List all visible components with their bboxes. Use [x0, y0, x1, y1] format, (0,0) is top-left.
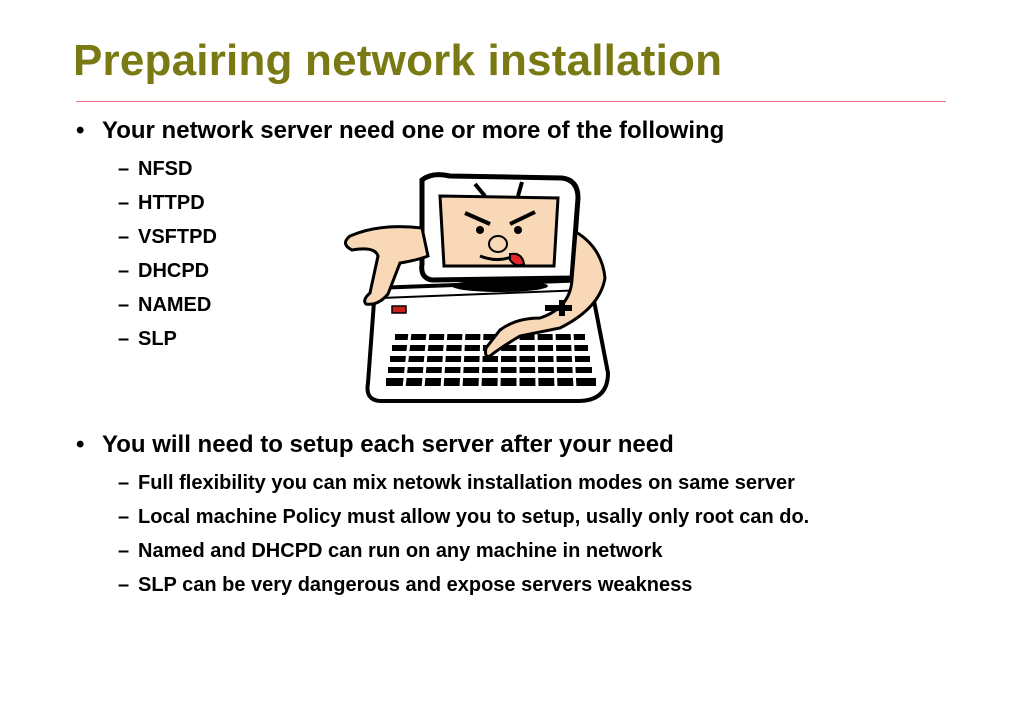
title-divider [76, 101, 946, 102]
bullet-glyph: • [76, 431, 85, 458]
sub-item-slp: –SLP [118, 328, 177, 350]
bullet-glyph: • [76, 117, 85, 144]
sub-item-vsftpd: –VSFTPD [118, 226, 217, 248]
bullet-2-text: You will need to setup each server after… [102, 431, 674, 458]
sub-item-nfsd: –NFSD [118, 158, 193, 180]
sub-item-named: –NAMED [118, 294, 212, 316]
sub-item-flexibility: –Full flexibility you can mix netowk ins… [118, 472, 795, 494]
sub-item-named-dhcpd: –Named and DHCPD can run on any machine … [118, 540, 663, 562]
sub-item-dhcpd: –DHCPD [118, 260, 210, 282]
slide-title: Prepairing network installation [73, 36, 723, 85]
angry-computer-typing-icon [340, 168, 615, 413]
bullet-2: • You will need to setup each server afte… [76, 431, 674, 459]
sub-item-policy: –Local machine Policy must allow you to … [118, 506, 810, 528]
bullet-1-text: Your network server need one or more of … [102, 117, 725, 144]
bullet-1: • Your network server need one or more of… [76, 117, 724, 145]
sub-item-slp-warning: –SLP can be very dangerous and expose se… [118, 574, 693, 596]
sub-item-httpd: –HTTPD [118, 192, 205, 214]
